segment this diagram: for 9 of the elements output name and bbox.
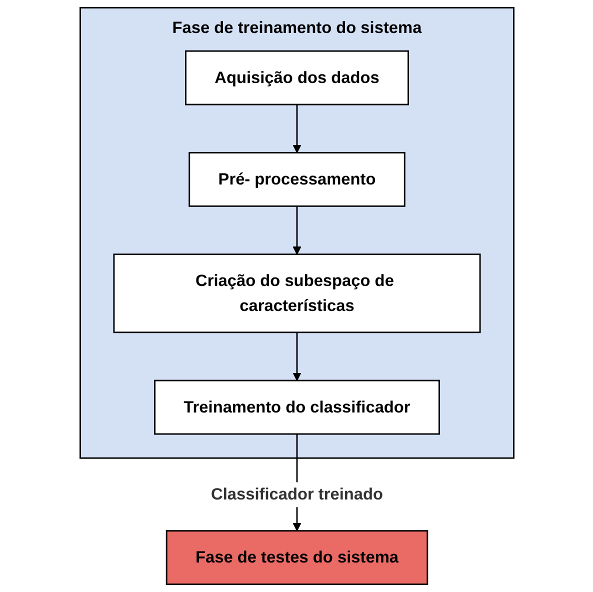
arrow (292, 332, 301, 381)
node-box: Criação do subespaço de características (112, 254, 480, 334)
node-box: Fase de testes do sistema (165, 530, 428, 586)
node-box: Aquisição dos dados (184, 50, 408, 106)
node-box: Treinamento do classificador (154, 380, 440, 435)
arrow (292, 206, 301, 255)
node-box: Pré- processamento (188, 152, 405, 207)
edge-label: Classificador treinado (210, 485, 383, 504)
arrow (292, 104, 301, 154)
